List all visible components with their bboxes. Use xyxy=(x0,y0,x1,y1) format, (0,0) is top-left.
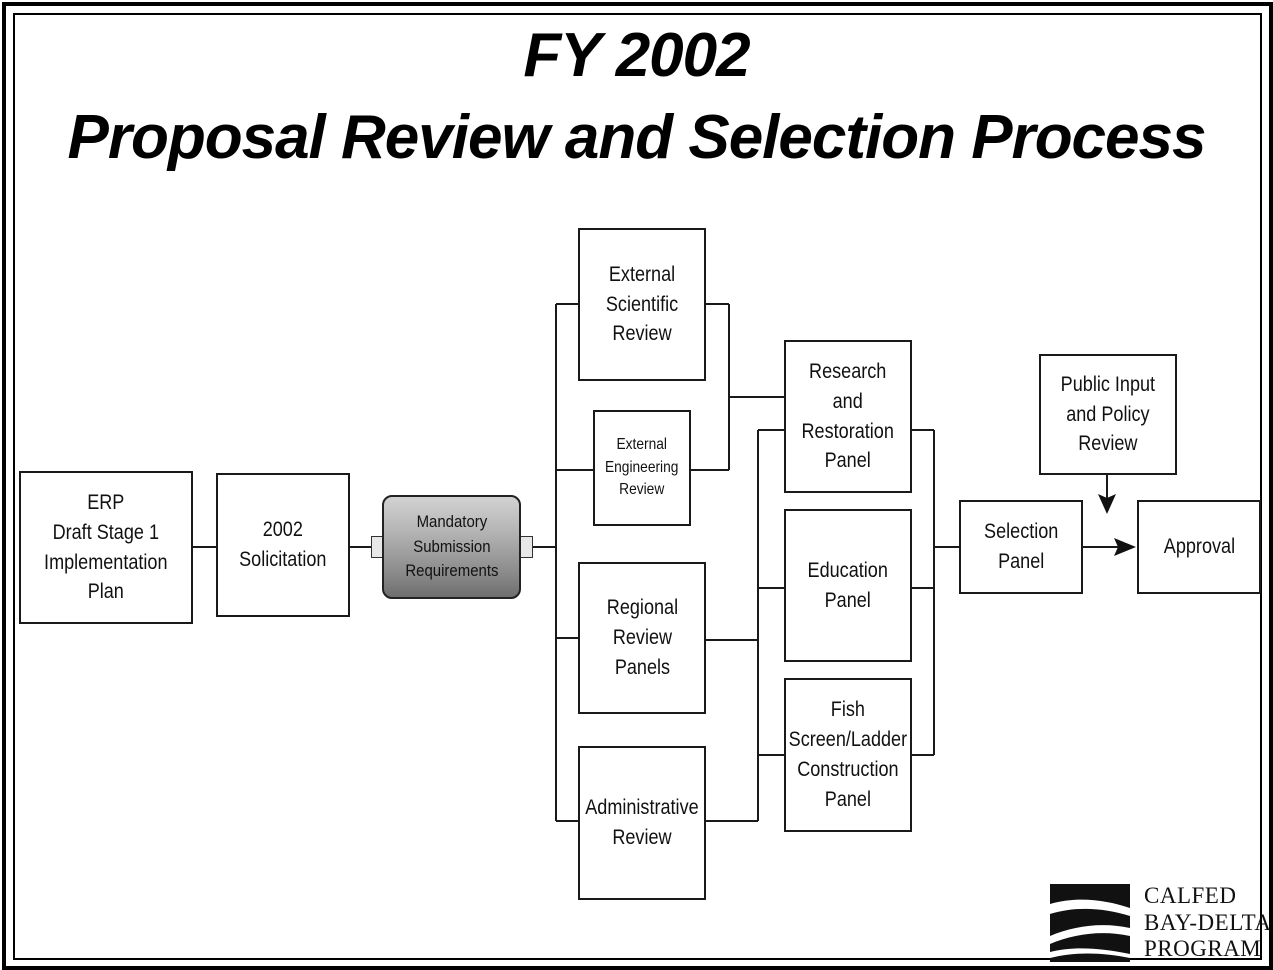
fish-screen-label: Fish Screen/Ladder Construction Panel xyxy=(788,698,908,811)
title-line-1: FY 2002 xyxy=(523,21,750,90)
selection-panel-box: Selection Panel xyxy=(959,500,1083,594)
approval-box: Approval xyxy=(1137,500,1261,594)
regional-review-panels-box: Regional Review Panels xyxy=(578,562,706,714)
approval-label: Approval xyxy=(1163,535,1235,559)
solicitation-box: 2002 Solicitation xyxy=(216,473,350,617)
solicitation-label: 2002 Solicitation xyxy=(239,518,327,571)
external-scientific-review-box: External Scientific Review xyxy=(578,228,706,381)
research-restoration-label: Research and Restoration Panel xyxy=(801,359,895,473)
external-engineering-review-box: External Engineering Review xyxy=(593,410,691,526)
public-input-policy-review-box: Public Input and Policy Review xyxy=(1039,354,1177,475)
regional-label: Regional Review Panels xyxy=(606,596,678,679)
public-input-label: Public Input and Policy Review xyxy=(1060,372,1156,456)
logo-text-line-2: BAY-DELTA xyxy=(1144,910,1272,935)
erp-box: ERP Draft Stage 1 Implementation Plan xyxy=(19,471,193,624)
mandatory-label: Mandatory Submission Requirements xyxy=(404,512,499,581)
research-restoration-panel-box: Research and Restoration Panel xyxy=(784,340,912,493)
education-label: Education Panel xyxy=(807,558,889,612)
calfed-logo-icon xyxy=(1050,884,1130,962)
external-scientific-label: External Scientific Review xyxy=(605,262,679,346)
inner-frame xyxy=(13,13,1262,960)
erp-label: ERP Draft Stage 1 Implementation Plan xyxy=(44,490,168,604)
logo-text-line-3: PROGRAM xyxy=(1144,936,1262,961)
logo-text-line-1: CALFED xyxy=(1144,883,1237,908)
pill-right-cap xyxy=(520,536,533,558)
administrative-label: Administrative Review xyxy=(585,796,699,849)
title-line-2: Proposal Review and Selection Process xyxy=(67,103,1206,172)
mandatory-requirements-node: Mandatory Submission Requirements xyxy=(382,495,521,599)
fish-screen-ladder-panel-box: Fish Screen/Ladder Construction Panel xyxy=(784,678,912,832)
external-engineering-label: External Engineering Review xyxy=(605,435,679,499)
education-panel-box: Education Panel xyxy=(784,509,912,662)
administrative-review-box: Administrative Review xyxy=(578,746,706,900)
selection-label: Selection Panel xyxy=(983,520,1059,573)
